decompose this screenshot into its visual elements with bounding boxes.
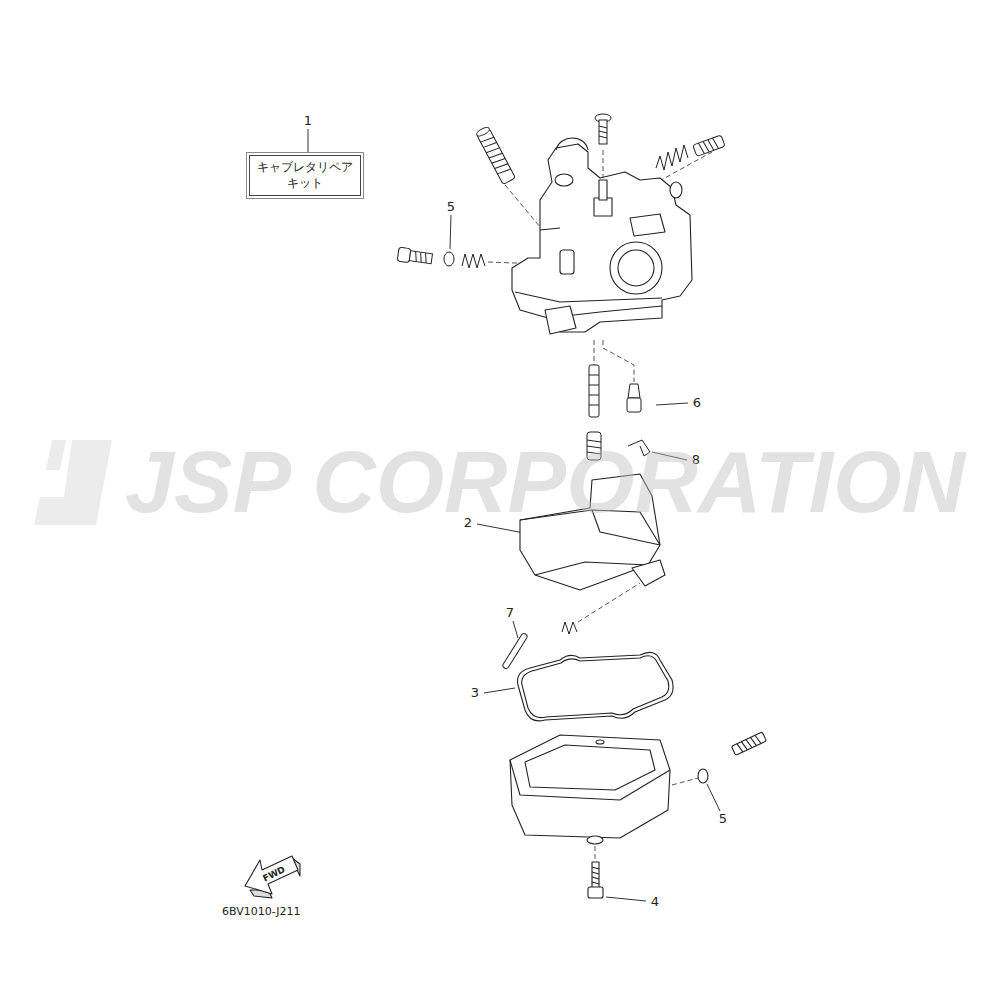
kit-name: キャブレタリペア キット	[254, 159, 356, 191]
callout-number: 1	[304, 114, 312, 129]
callout-number: 3	[471, 686, 479, 701]
callout-number: 4	[651, 895, 659, 910]
gasket	[518, 652, 674, 720]
fwd-arrow	[245, 856, 300, 898]
callout-number: 5	[447, 200, 455, 215]
watermark-logo	[34, 440, 112, 525]
carburetor-body	[512, 138, 692, 334]
callout-number: 7	[506, 606, 514, 621]
figure-code: 6BV1010-J211	[222, 906, 301, 919]
watermark: JSP CORPORATION	[125, 438, 965, 526]
callout-number: 6	[693, 396, 701, 411]
callout-number: 5	[719, 812, 727, 827]
float-pin-spring	[502, 622, 577, 670]
screws-springs	[397, 114, 725, 460]
kit-label-box: キャブレタリペア キット	[249, 155, 361, 196]
float-bowl	[510, 732, 766, 898]
